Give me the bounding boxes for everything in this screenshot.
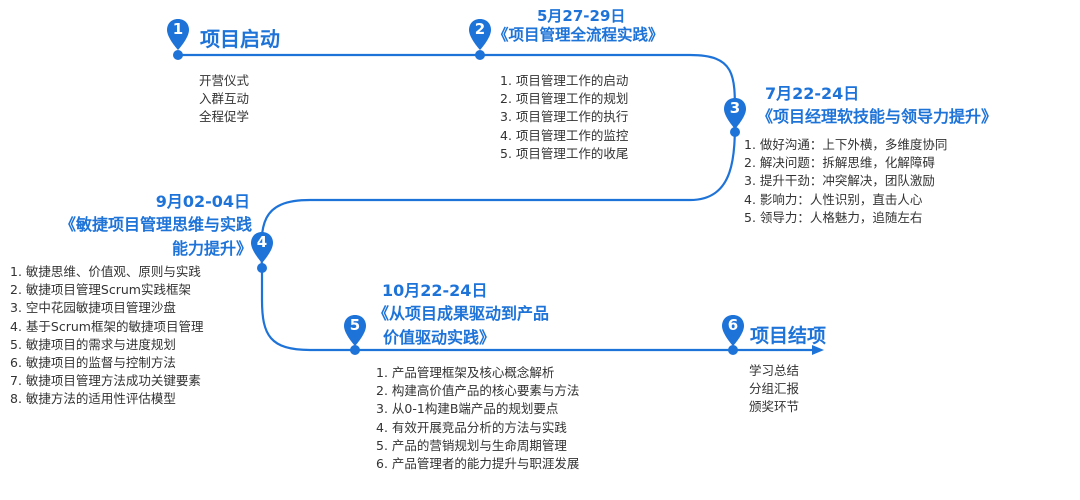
list-item: 1. 敏捷思维、价值观、原则与实践 — [10, 264, 201, 279]
milestone-pin-2: 2 — [468, 18, 492, 52]
list-item: 4. 有效开展竞品分析的方法与实践 — [376, 419, 567, 435]
list-item: 7. 敏捷项目管理方法成功关键要素 — [10, 373, 201, 389]
step-2-items: 1. 项目管理工作的启动 2. 项目管理工作的规划 3. 项目管理工作的执行 4… — [500, 72, 628, 163]
list-item: 全程促学 — [199, 109, 250, 125]
list-item: 4. 基于Scrum框架的敏捷项目管理 — [10, 318, 204, 334]
milestone-number: 5 — [349, 316, 361, 334]
junction-dot — [257, 263, 267, 273]
step-4-date: 9月02-04日 — [155, 192, 250, 211]
junction-dot — [730, 127, 740, 137]
list-item: 5. 敏捷项目的需求与进度规划 — [10, 336, 176, 352]
list-item: 颁奖环节 — [749, 399, 800, 415]
milestone-pin-6: 6 — [721, 314, 745, 348]
milestone-pin-5: 5 — [343, 314, 367, 348]
step-2-date: 5月27-29日 — [537, 7, 626, 25]
step-4-title-line2: 能力提升》 — [171, 239, 252, 258]
list-item: 4. 项目管理工作的监控 — [500, 127, 629, 143]
junction-dot — [350, 345, 360, 355]
list-item: 3. 空中花园敏捷项目管理沙盘 — [10, 300, 176, 316]
step-5-items: 1. 产品管理框架及核心概念解析 2. 构建高价值产品的核心要素与方法 3. 从… — [376, 364, 579, 473]
map-pin-icon — [344, 315, 366, 346]
list-item: 6. 产品管理者的能力提升与职涯发展 — [376, 456, 580, 472]
map-pin-icon — [251, 232, 273, 263]
list-item: 5. 项目管理工作的收尾 — [500, 145, 629, 161]
list-item: 5. 产品的营销规划与生命周期管理 — [376, 437, 567, 453]
step-4-title-line1: 《敏捷项目管理思维与实践 — [59, 215, 252, 234]
list-item: 5. 领导力：人格魅力，追随左右 — [744, 209, 923, 225]
list-item: 2. 解决问题：拆解思维，化解障碍 — [744, 155, 935, 171]
list-item: 入群互动 — [199, 91, 250, 107]
map-pin-icon — [167, 19, 189, 50]
map-pin-icon — [722, 315, 744, 346]
step-3-date: 7月22-24日 — [765, 84, 860, 103]
milestone-pin-1: 1 — [166, 18, 190, 52]
list-item: 2. 项目管理工作的规划 — [500, 91, 629, 107]
milestone-number: 1 — [172, 20, 184, 38]
list-item: 1. 项目管理工作的启动 — [500, 73, 629, 88]
step-5-date: 10月22-24日 — [382, 281, 488, 300]
list-item: 2. 构建高价值产品的核心要素与方法 — [376, 383, 580, 399]
list-item: 3. 提升干劲：冲突解决，团队激励 — [744, 173, 935, 189]
list-item: 2. 敏捷项目管理Scrum实践框架 — [10, 282, 191, 298]
list-item: 开营仪式 — [199, 73, 250, 88]
milestone-pin-4: 4 — [250, 231, 274, 265]
step-4-items: 1. 敏捷思维、价值观、原则与实践 2. 敏捷项目管理Scrum实践框架 3. … — [10, 263, 203, 409]
junction-dot — [173, 50, 183, 60]
map-pin-icon — [469, 19, 491, 50]
step-3-title: 《项目经理软技能与领导力提升》 — [757, 107, 998, 126]
milestone-number: 4 — [256, 233, 268, 251]
list-item: 学习总结 — [749, 363, 800, 378]
junction-dot — [728, 345, 738, 355]
step-5-title-line1: 《从项目成果驱动到产品 — [373, 304, 550, 323]
list-item: 6. 敏捷项目的监督与控制方法 — [10, 355, 176, 371]
step-2-title: 《项目管理全流程实践》 — [493, 26, 664, 44]
step-6-title: 项目结项 — [750, 325, 827, 347]
timeline-path — [178, 53, 812, 352]
milestone-pin-3: 3 — [723, 97, 747, 131]
milestone-number: 2 — [474, 20, 486, 38]
milestone-number: 3 — [729, 99, 741, 117]
step-3-items: 1. 做好沟通：上下外横，多维度协同 2. 解决问题：拆解思维，化解障碍 3. … — [744, 136, 947, 227]
list-item: 8. 敏捷方法的适用性评估模型 — [10, 391, 176, 407]
list-item: 分组汇报 — [749, 381, 800, 397]
list-item: 4. 影响力：人性识别，直击人心 — [744, 191, 923, 207]
list-item: 3. 项目管理工作的执行 — [500, 109, 629, 125]
milestone-number: 6 — [727, 316, 739, 334]
list-item: 3. 从0-1构建B端产品的规划要点 — [376, 401, 559, 417]
step-1-title: 项目启动 — [200, 27, 280, 51]
map-pin-icon — [724, 98, 746, 129]
step-1-items: 开营仪式 入群互动 全程促学 — [199, 72, 249, 127]
step-6-items: 学习总结 分组汇报 颁奖环节 — [749, 362, 799, 417]
list-item: 1. 做好沟通：上下外横，多维度协同 — [744, 137, 948, 152]
list-item: 1. 产品管理框架及核心概念解析 — [376, 365, 555, 380]
junction-dot — [475, 50, 485, 60]
step-5-title-line2: 价值驱动实践》 — [383, 328, 496, 347]
arrow-head-icon — [812, 345, 824, 355]
